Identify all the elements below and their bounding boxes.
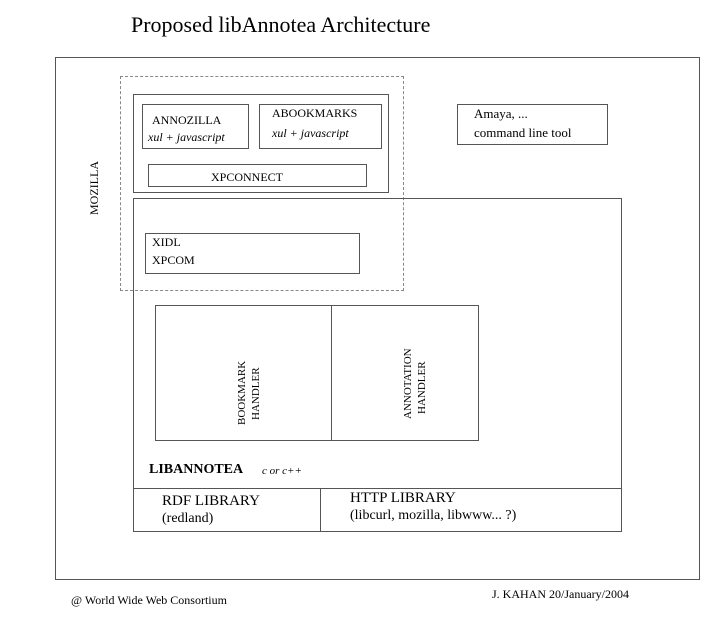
bookmark-handler-line2: HANDLER <box>250 367 262 420</box>
mozilla-label: MOZILLA <box>87 161 101 215</box>
libannotea-lang: c or c++ <box>262 465 302 477</box>
annotation-handler-line2: HANDLER <box>416 361 428 414</box>
diagram-title: Proposed libAnnotea Architecture <box>131 12 431 37</box>
xidl-xpcom-box <box>145 233 360 274</box>
libannotea-box <box>133 198 622 532</box>
bookmark-handler-line1: BOOKMARK <box>236 360 248 425</box>
annozilla-tech: xul + javascript <box>148 130 225 144</box>
libraries-divider <box>320 488 321 532</box>
mozilla-apps-box <box>133 94 389 193</box>
abookmarks-box <box>259 104 382 149</box>
abookmarks-tech: xul + javascript <box>272 126 349 140</box>
amaya-line2: command line tool <box>474 125 572 140</box>
abookmarks-name: ABOOKMARKS <box>272 106 358 120</box>
libraries-separator <box>133 488 622 489</box>
rdf-library-impl: (redland) <box>162 511 214 526</box>
mozilla-region <box>120 76 404 291</box>
annozilla-box <box>142 104 249 149</box>
copyright-text: @ World Wide Web Consortium <box>71 593 227 607</box>
outer-frame <box>55 57 700 580</box>
rdf-library-name: RDF LIBRARY <box>162 493 260 509</box>
handlers-divider <box>331 305 332 441</box>
amaya-line1: Amaya, ... <box>474 106 528 121</box>
xidl-label: XIDL <box>152 235 181 249</box>
http-library-name: HTTP LIBRARY <box>350 490 456 506</box>
amaya-box <box>457 104 608 145</box>
xpcom-label: XPCOM <box>152 253 195 267</box>
author-date-text: J. KAHAN 20/January/2004 <box>492 587 629 601</box>
annotation-handler-line1: ANNOTATION <box>402 348 414 419</box>
annozilla-name: ANNOZILLA <box>152 113 222 127</box>
libannotea-label: LIBANNOTEA <box>149 462 244 477</box>
xpconnect-box <box>148 164 367 187</box>
handlers-box <box>155 305 479 441</box>
http-library-impl: (libcurl, mozilla, libwww... ?) <box>350 508 517 523</box>
xpconnect-label: XPCONNECT <box>211 170 284 184</box>
